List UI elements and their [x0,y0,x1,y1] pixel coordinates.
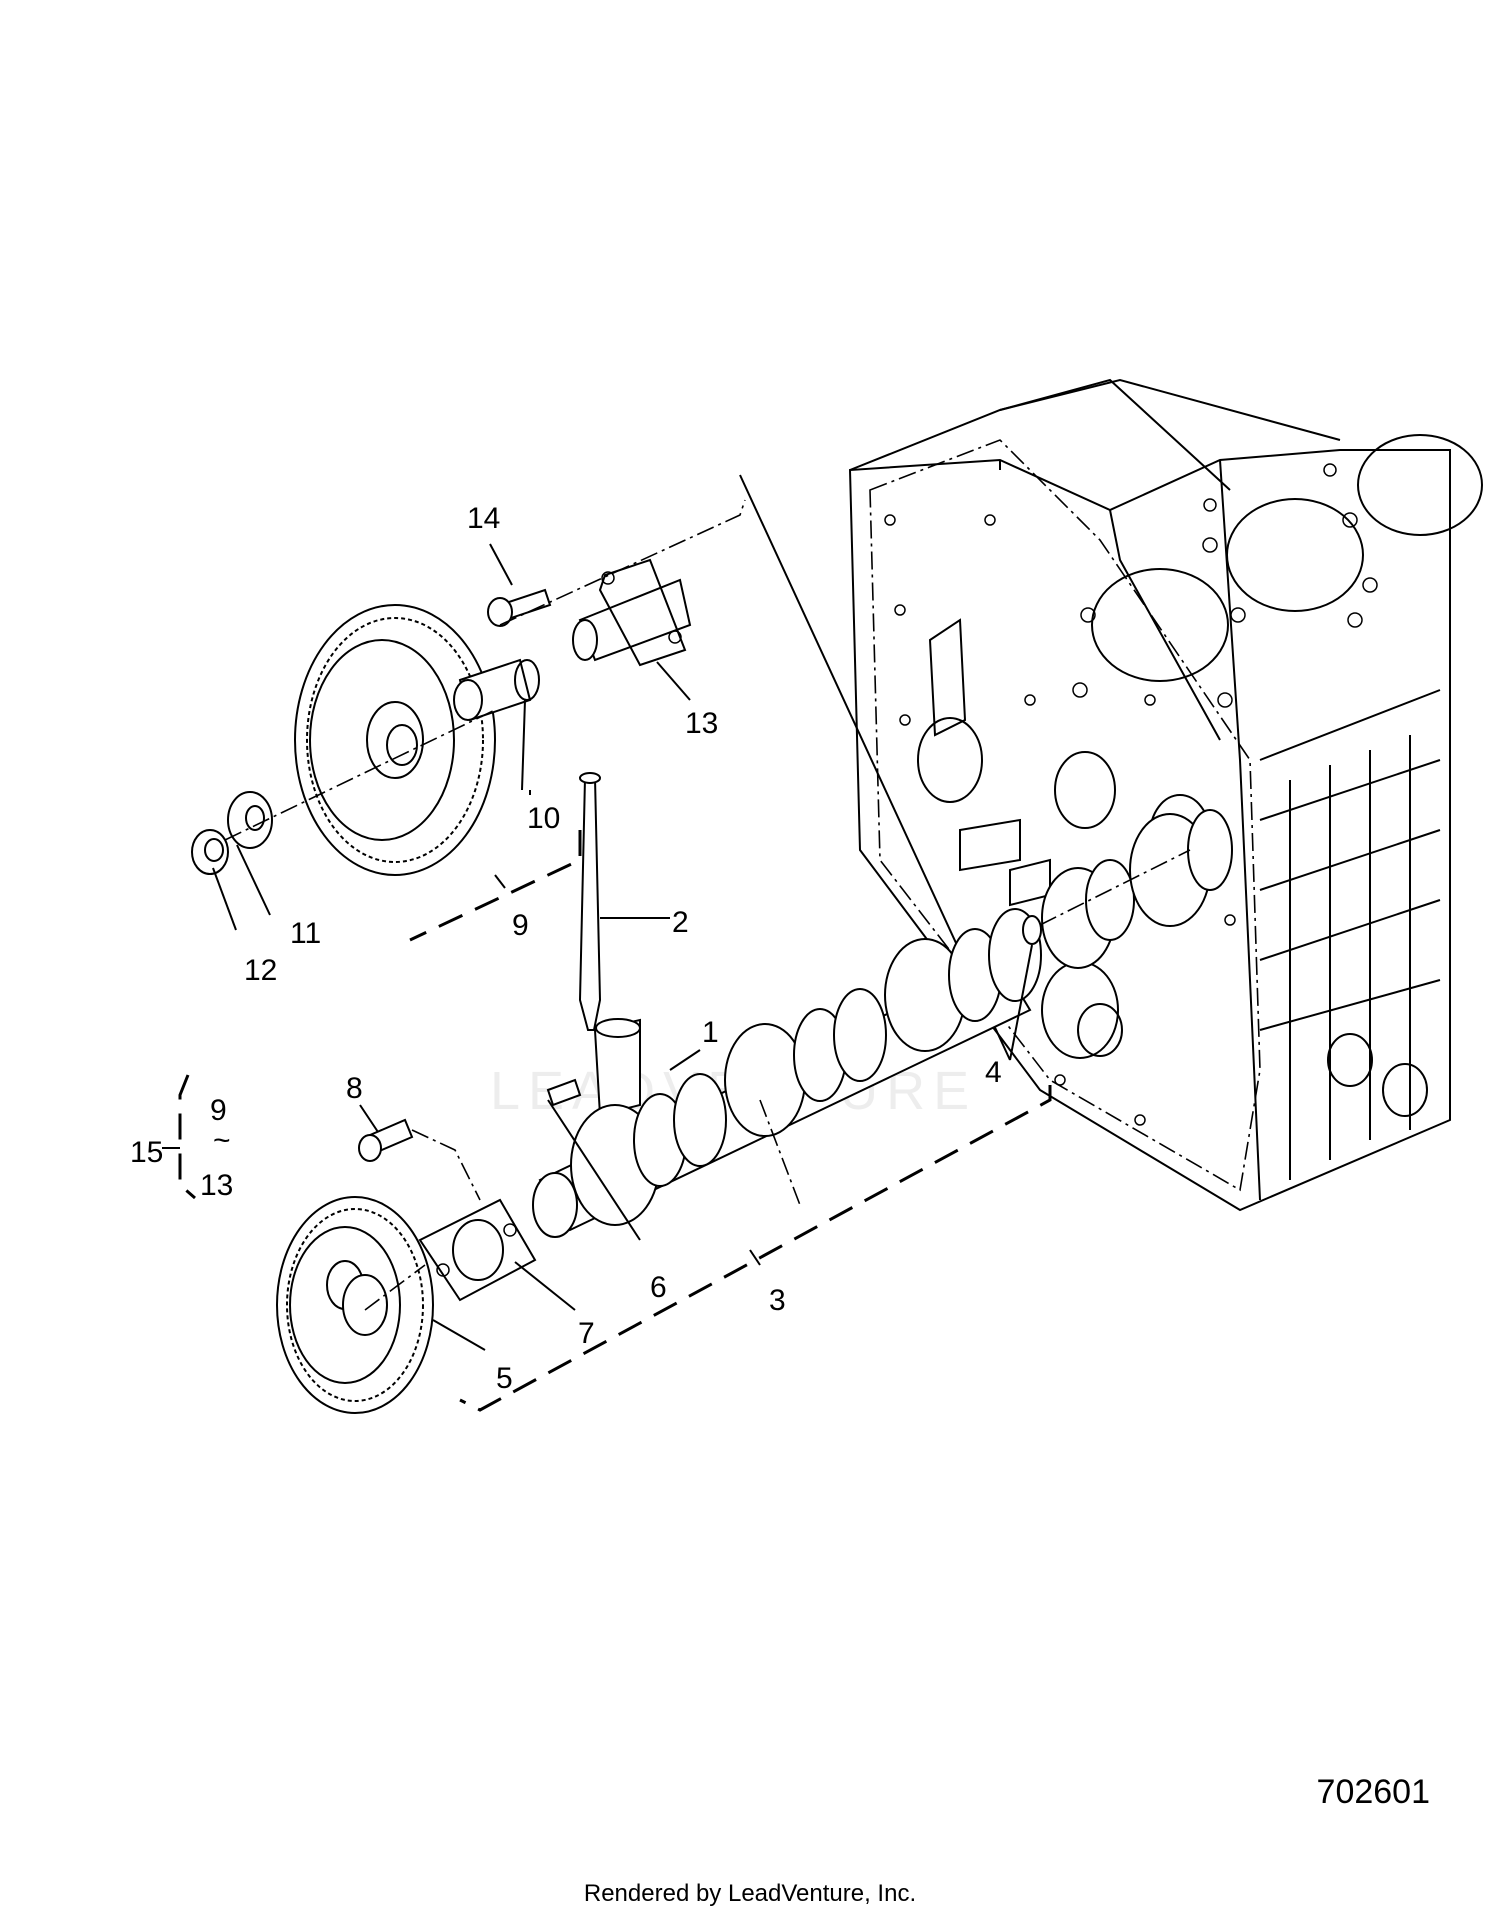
callout-11: 11 [290,917,321,950]
callout-13: 13 [685,707,718,740]
callout-12: 12 [244,954,277,987]
callout-8: 8 [346,1072,363,1105]
callout-2: 2 [672,906,689,939]
group-label-separator: ~ [213,1124,231,1157]
callout-7: 7 [578,1317,595,1350]
thrust-plate [418,1198,537,1302]
cam-gear-assembly [276,1118,537,1414]
callout-6: 6 [650,1271,667,1304]
figure-number: 702601 [1316,1773,1430,1811]
group-label-13: 13 [200,1169,233,1202]
callout-3: 3 [769,1284,786,1317]
camshaft [532,809,1233,1238]
camshaft-plug [1022,915,1042,945]
engine-block [848,378,1483,1212]
callout-14: 14 [467,502,500,535]
callout-15: 15 [130,1136,163,1169]
callout-4: 4 [985,1056,1002,1089]
callout-9: 9 [512,909,529,942]
push-rod [578,777,602,1031]
leader-lines [162,543,1052,1412]
callout-5: 5 [496,1362,513,1395]
camshaft-key [546,1078,582,1107]
group-label-9: 9 [210,1094,227,1127]
push-rod-and-tappet [578,772,641,1117]
callout-1: 1 [702,1016,719,1049]
footer-credit: Rendered by LeadVenture, Inc. [583,1880,917,1907]
callout-labels: 14 13 10 9 2 11 12 1 4 8 15 9 ~ 13 6 3 7… [130,502,1002,1395]
callout-10: 10 [527,802,560,835]
